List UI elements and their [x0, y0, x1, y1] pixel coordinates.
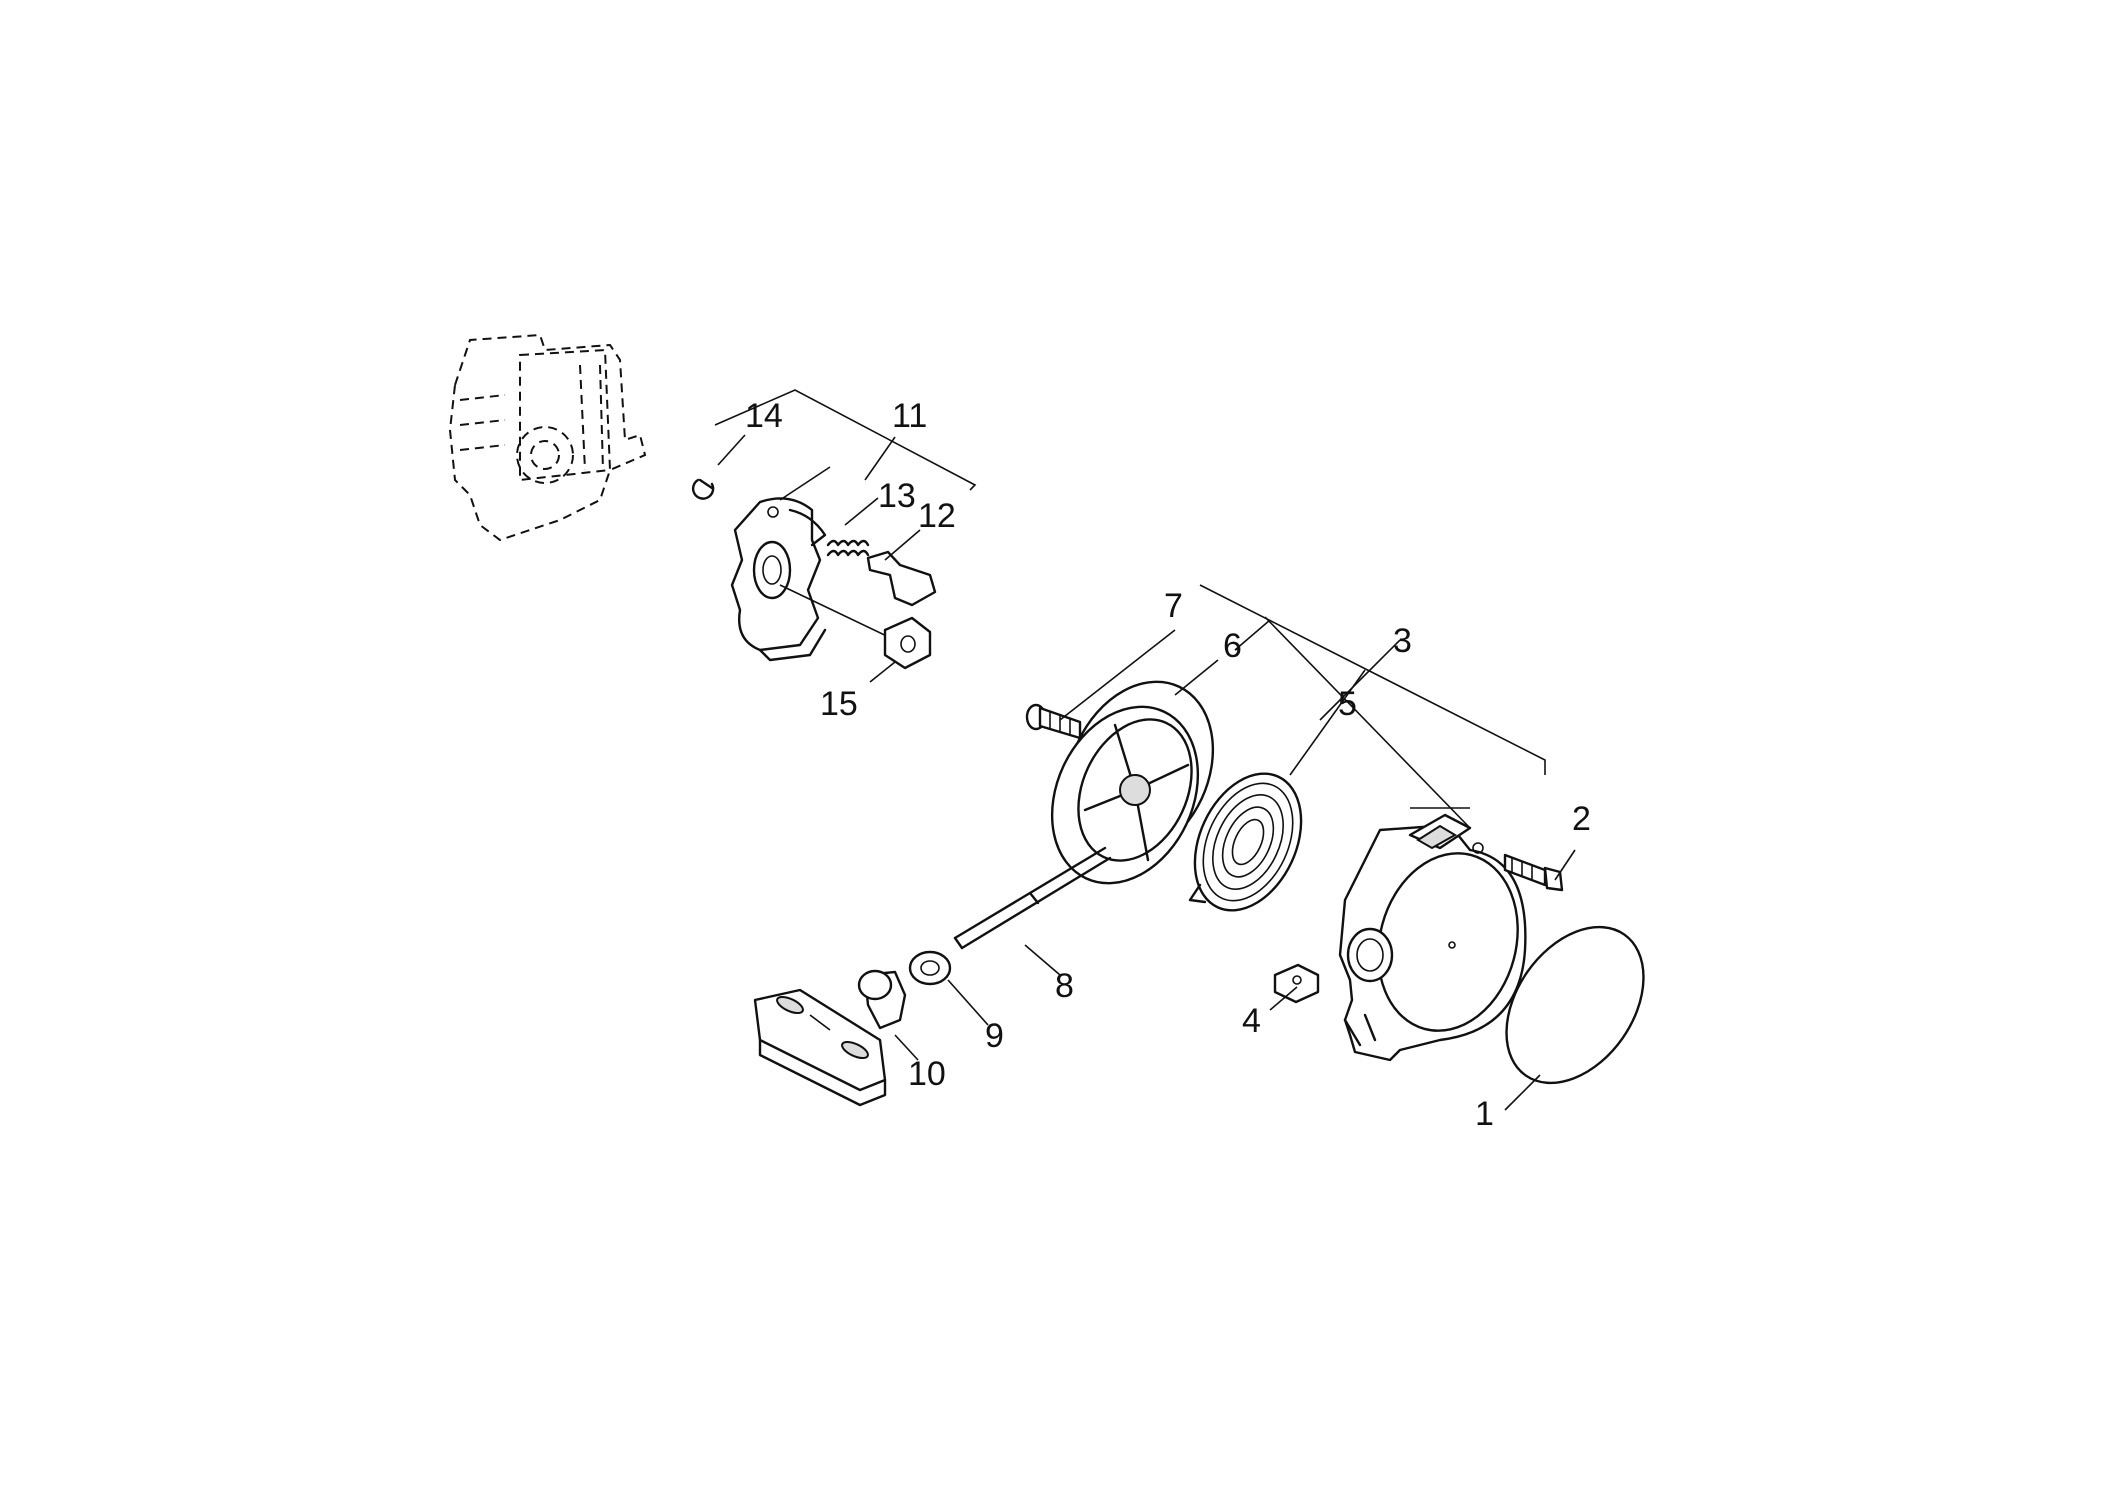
- leader-lines: [714, 389, 1576, 1111]
- label-14: 14: [745, 397, 783, 435]
- callout-labels: 1 2 3 4 5 6 7 8 9 10 11 12 13 14 15: [745, 397, 1591, 1133]
- label-13: 13: [878, 477, 916, 515]
- label-7: 7: [1164, 587, 1183, 625]
- part-6-pulley: [1050, 680, 1215, 885]
- label-15: 15: [820, 685, 858, 723]
- label-8: 8: [1055, 967, 1074, 1005]
- engine-block-reference: [448, 333, 647, 542]
- label-12: 12: [918, 497, 956, 535]
- part-15-nut: [779, 584, 932, 670]
- part-4-square-nut: [1273, 963, 1320, 1004]
- part-13-spring: [826, 539, 870, 557]
- label-10: 10: [908, 1055, 946, 1093]
- part-14-circlip: [691, 478, 715, 500]
- part-8-rope: [953, 846, 1112, 950]
- label-1: 1: [1475, 1095, 1494, 1133]
- part-11-drive-plate: [730, 497, 827, 662]
- part-2-bolt: [1503, 853, 1564, 892]
- part-7-screw: [1025, 703, 1082, 740]
- label-2: 2: [1572, 800, 1591, 838]
- label-6: 6: [1223, 627, 1242, 665]
- label-3: 3: [1393, 622, 1412, 660]
- part-10-starter-handle: [753, 969, 907, 1107]
- part-1-gasket: [1505, 925, 1645, 1085]
- label-4: 4: [1242, 1002, 1261, 1040]
- label-5: 5: [1338, 685, 1357, 723]
- label-9: 9: [985, 1017, 1004, 1055]
- label-11: 11: [892, 397, 927, 435]
- part-12-pawl: [866, 550, 937, 607]
- part-9-rope-guide: [908, 950, 952, 986]
- part-5-recoil-spring: [1188, 772, 1303, 912]
